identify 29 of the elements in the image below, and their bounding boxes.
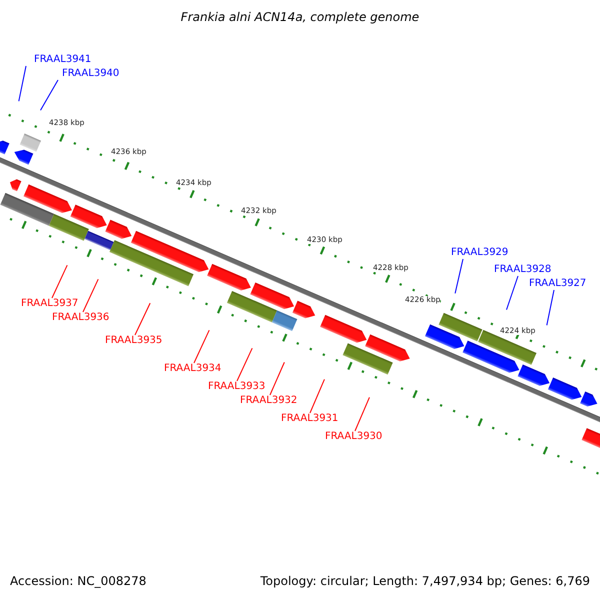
- leader-line: [546, 290, 554, 326]
- leader-line: [194, 330, 210, 364]
- leader-line: [40, 80, 58, 111]
- leader-line: [18, 66, 26, 102]
- diagram-title: Frankia alni ACN14a, complete genome: [180, 11, 420, 23]
- gene-label: FRAAL3935: [105, 336, 162, 346]
- leader-line: [134, 302, 151, 336]
- footer-text: Accession: NC_008278: [10, 575, 146, 587]
- gene-label: FRAAL3932: [240, 396, 298, 406]
- leader-line: [310, 378, 325, 414]
- leader-line: [236, 348, 253, 382]
- leader-line: [354, 396, 370, 432]
- gene-label: FRAAL3931: [281, 414, 338, 424]
- leader-line: [52, 264, 68, 298]
- gene-label: FRAAL3936: [52, 313, 110, 323]
- gene-label: FRAAL3940: [62, 69, 120, 79]
- gene-label: FRAAL3927: [529, 279, 586, 289]
- leader-line: [454, 258, 464, 294]
- gene-label: FRAAL3933: [208, 382, 266, 392]
- gene-label: FRAAL3929: [451, 248, 508, 258]
- gene-label: FRAAL3930: [325, 432, 382, 442]
- footer-text: Topology: circular; Length: 7,497,934 bp; Genes: 6,769: [260, 575, 590, 587]
- gene-label: FRAAL3937: [21, 299, 78, 309]
- gene-label: FRAAL3941: [34, 55, 92, 65]
- leader-line: [270, 362, 285, 396]
- leader-line: [506, 276, 518, 310]
- leader-line: [82, 278, 99, 312]
- gene-label: FRAAL3934: [164, 364, 222, 374]
- gene-label: FRAAL3928: [494, 265, 552, 275]
